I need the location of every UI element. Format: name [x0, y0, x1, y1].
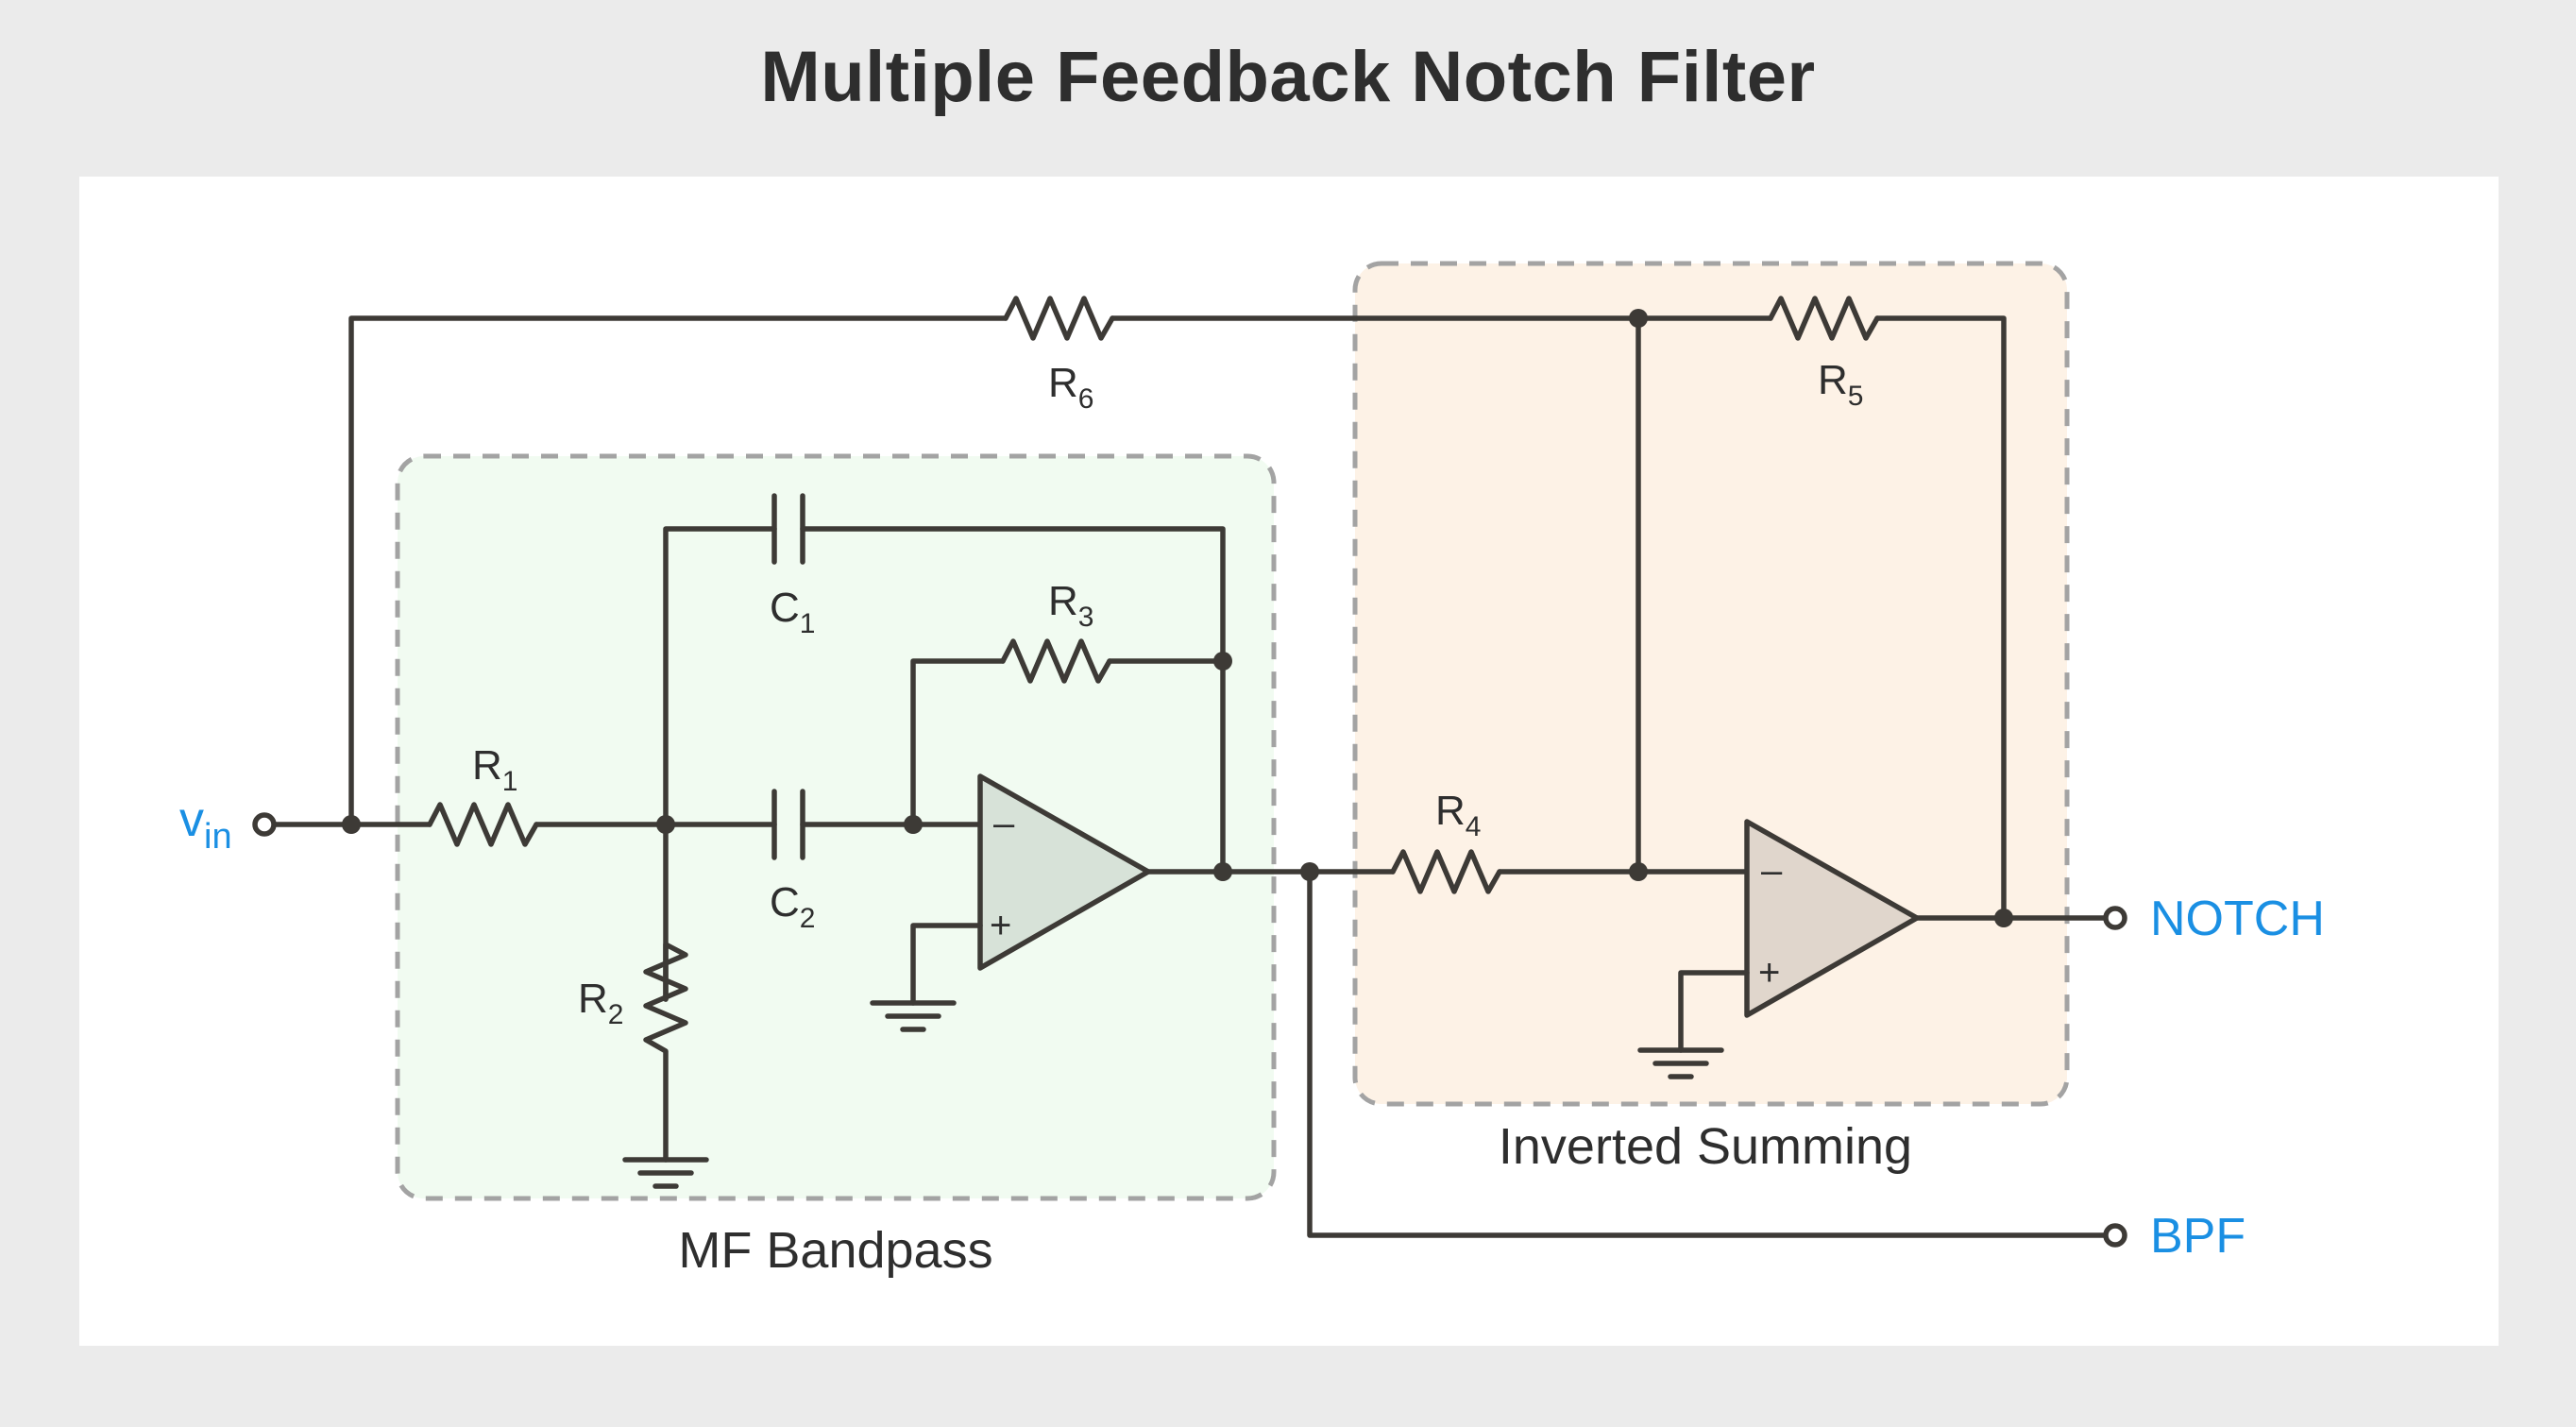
- bpf-output-label: BPF: [2150, 1209, 2246, 1264]
- junction-dot-out1: [1213, 862, 1232, 881]
- opamp2-minus-sign: –: [1761, 850, 1783, 892]
- summing-group-box: [1352, 261, 2070, 1107]
- wire-r5-right: [1874, 315, 2007, 921]
- r5-label: R5: [1818, 357, 1863, 412]
- junction-dot-minus1: [904, 815, 923, 834]
- bandpass-group-label: MF Bandpass: [678, 1222, 992, 1279]
- opamp1-plus-sign: +: [990, 905, 1011, 946]
- opamp2-plus-sign: +: [1758, 952, 1780, 994]
- bpf-terminal: [2103, 1223, 2127, 1248]
- notch-terminal: [2103, 906, 2127, 930]
- junction-dot-bpf: [1300, 862, 1319, 881]
- r4-resistor: [1390, 849, 1502, 894]
- junction-dot-out2: [1994, 909, 2013, 927]
- junction-dot-sum: [1629, 862, 1648, 881]
- junction-dot-r3-right: [1213, 652, 1232, 671]
- r6-label: R6: [1048, 360, 1093, 415]
- r5-resistor: [1768, 296, 1880, 341]
- wire-r3-left: [910, 658, 1006, 827]
- notch-output-label: NOTCH: [2150, 892, 2325, 946]
- r2-label: R2: [578, 976, 623, 1030]
- c1-label: C1: [770, 585, 815, 639]
- c2-label: C2: [770, 879, 815, 934]
- wire-c1-right: [800, 526, 1226, 872]
- opamp1-triangle: [977, 773, 1151, 971]
- junction-dot-r1-node: [656, 815, 675, 834]
- opamp1-ground-icon: [870, 1000, 957, 1032]
- input-terminal: [252, 812, 277, 837]
- opamp2-ground-icon: [1637, 1047, 1724, 1079]
- opamp1-minus-sign: –: [993, 803, 1015, 844]
- wire-c1-left: [663, 526, 777, 1002]
- r6-resistor: [1003, 296, 1115, 341]
- r4-label: R4: [1435, 788, 1481, 842]
- r3-label: R3: [1048, 578, 1093, 633]
- wire-opamp2-plus: [1678, 970, 1750, 1053]
- r2-ground-icon: [622, 1157, 709, 1189]
- r3-resistor: [1000, 638, 1112, 684]
- junction-dot-input: [342, 815, 361, 834]
- diagram-title: Multiple Feedback Notch Filter: [760, 37, 1816, 117]
- r2-resistor: [643, 942, 688, 1163]
- input-label: vin: [179, 792, 232, 857]
- wire-opamp1-plus: [910, 923, 983, 1006]
- summing-group-label: Inverted Summing: [1499, 1118, 1912, 1175]
- wire-bpf: [1307, 869, 2118, 1238]
- opamp2-triangle: [1744, 819, 1920, 1018]
- r1-resistor: [427, 802, 539, 847]
- bandpass-group-box: [395, 453, 1277, 1201]
- junction-dot-sum-top: [1629, 309, 1648, 328]
- r1-label: R1: [472, 742, 517, 797]
- wire-r6-left: [348, 315, 1008, 827]
